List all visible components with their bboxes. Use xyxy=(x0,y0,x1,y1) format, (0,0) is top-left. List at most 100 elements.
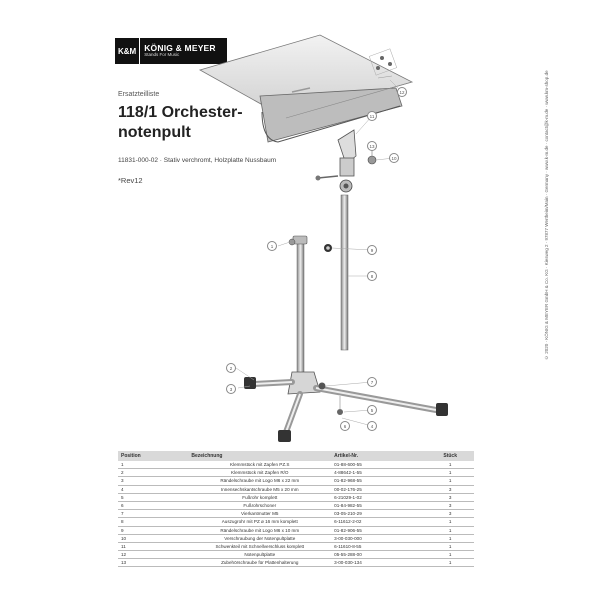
cell-article-number: 6-21029-1-02 xyxy=(331,493,427,502)
cell-position: 13 xyxy=(118,558,189,568)
cell-quantity: 1 xyxy=(426,461,474,470)
cell-article-number: 6-11610-8-55 xyxy=(331,542,427,552)
cell-description: Klemmstück mit Zapfen PZ.S xyxy=(188,461,332,470)
cell-quantity: 1 xyxy=(426,550,474,560)
extension-rod xyxy=(340,194,349,351)
cell-description: Vierkantmutter M5 xyxy=(188,509,332,519)
cell-article-number: 05-55-288-00 xyxy=(331,550,427,560)
screw-detail xyxy=(368,48,398,79)
callout-5: 5 xyxy=(367,405,377,415)
cell-description: Zubehörschraube für Plattenhalterung xyxy=(188,558,332,568)
cell-position: 6 xyxy=(118,501,189,511)
callout-13: 13 xyxy=(367,141,377,151)
title-line-1: 118/1 Orchester- xyxy=(118,104,243,121)
callout-7: 7 xyxy=(367,377,377,387)
cell-description: Verschraubung der Notenpultplatte xyxy=(188,534,332,543)
cell-article-number: 3-00-030-134 xyxy=(331,558,427,568)
cell-description: Klemmstück mit Zapfen R/O xyxy=(188,468,332,478)
cell-position: 1 xyxy=(118,461,189,470)
cell-position: 8 xyxy=(118,517,189,527)
cell-article-number: 03-05-210-29 xyxy=(331,509,427,519)
brand-monogram: K&M xyxy=(115,38,141,64)
callout-1: 1 xyxy=(267,241,277,251)
swivel-head xyxy=(315,129,377,193)
cell-position: 4 xyxy=(118,485,189,494)
callout-12: 12 xyxy=(397,87,407,97)
callout-3: 3 xyxy=(226,384,236,394)
document-revision: *Rev12 xyxy=(118,176,143,185)
cell-article-number: 01-82-906-55 xyxy=(331,526,427,535)
cell-article-number: 00-02-176-25 xyxy=(331,485,427,494)
brand-name: KÖNIG & MEYER xyxy=(144,43,216,54)
cell-position: 5 xyxy=(118,493,189,502)
leader-lines xyxy=(235,79,403,427)
cell-description: Rändelschraube mit Logo M6 x 10 mm xyxy=(188,526,332,535)
callout-9: 9 xyxy=(367,245,377,255)
cell-quantity: 1 xyxy=(426,542,474,552)
cell-position: 12 xyxy=(118,550,189,560)
cell-article-number: 3-00-030-000 xyxy=(331,534,427,543)
cell-position: 2 xyxy=(118,468,189,478)
cell-quantity: 1 xyxy=(426,534,474,543)
exploded-drawing xyxy=(198,34,448,442)
cell-quantity: 1 xyxy=(426,468,474,478)
header-article-number: Artikel-Nr. xyxy=(331,451,427,461)
header-position: Position xyxy=(118,451,189,461)
cell-quantity: 1 xyxy=(426,517,474,527)
cell-description: Auszugrohr mit PZ ø 16 mm komplett xyxy=(188,517,332,527)
cell-quantity: 3 xyxy=(426,509,474,519)
cell-article-number: 01-82-968-55 xyxy=(331,476,427,486)
cell-description: Notenpultplatte xyxy=(188,550,332,560)
cell-position: 7 xyxy=(118,509,189,519)
header-description: Bezeichnung xyxy=(188,451,332,461)
cell-quantity: 1 xyxy=(426,558,474,568)
cell-quantity: 3 xyxy=(426,485,474,494)
cell-article-number: 01-84-982-55 xyxy=(331,501,427,511)
cell-quantity: 3 xyxy=(426,493,474,502)
document-title: 118/1 Orchester- notenpult xyxy=(118,103,243,143)
callout-11: 11 xyxy=(367,111,377,121)
cell-quantity: 3 xyxy=(426,501,474,511)
cell-description: Innensechskantschraube M5 x 20 mm xyxy=(188,485,332,494)
callout-8: 8 xyxy=(367,271,377,281)
desk-board xyxy=(198,34,414,143)
document-subtitle: 11831-000-02 · Stativ verchromt, Holzpla… xyxy=(118,157,277,164)
table-header-row: Position Bezeichnung Artikel-Nr. Stück xyxy=(118,451,474,461)
cell-position: 3 xyxy=(118,476,189,486)
callout-10: 10 xyxy=(389,153,399,163)
title-line-2: notenpult xyxy=(118,124,191,141)
callout-2: 2 xyxy=(226,363,236,373)
cell-quantity: 1 xyxy=(426,526,474,535)
cell-position: 10 xyxy=(118,534,189,543)
cell-description: Fußrohrschoner xyxy=(188,501,332,511)
cell-position: 9 xyxy=(118,526,189,535)
parts-table: Position Bezeichnung Artikel-Nr. Stück 1… xyxy=(118,451,474,568)
cell-description: Fußrohr komplett xyxy=(188,493,332,502)
cell-position: 11 xyxy=(118,542,189,552)
cell-description: Rändelschraube mit Logo M6 x 22 mm xyxy=(188,476,332,486)
cell-article-number: 01-88-600-55 xyxy=(331,461,427,470)
cell-article-number: 4-88642-1-55 xyxy=(331,468,427,478)
tripod-base xyxy=(244,371,448,442)
cell-description: Schwenkteil mit Schnellverschluss komple… xyxy=(188,542,332,552)
cell-quantity: 1 xyxy=(426,476,474,486)
brand-logo: K&M KÖNIG & MEYER Stands For Music xyxy=(115,38,227,64)
outer-tube xyxy=(288,235,332,376)
document-label: Ersatzteilliste xyxy=(118,91,160,98)
cell-article-number: 6-11612-2-02 xyxy=(331,517,427,527)
header-quantity: Stück xyxy=(426,451,474,461)
